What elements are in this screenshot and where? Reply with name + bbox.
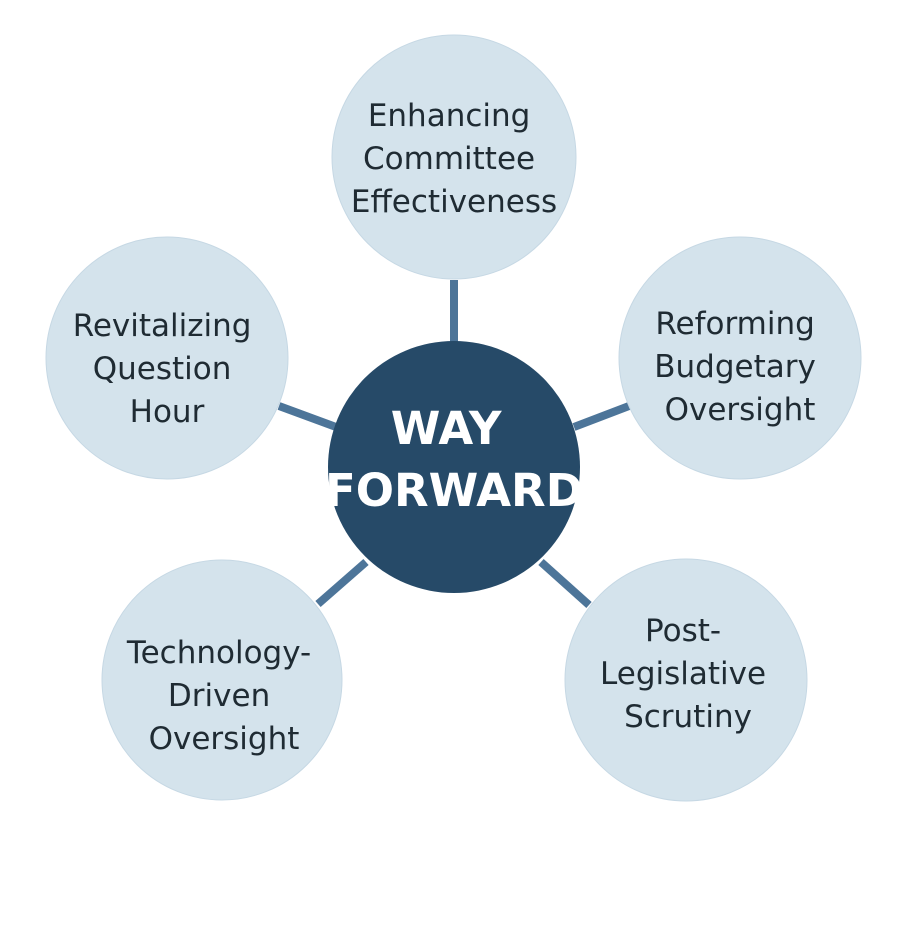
node-bottom-left-circle xyxy=(101,559,343,801)
node-left-line-2: Question xyxy=(93,351,232,387)
node-bottom-right-line-3: Scrutiny xyxy=(624,699,752,735)
node-bottom-left: Technology- Driven Oversight xyxy=(101,559,343,801)
node-top-line-3: Effectiveness xyxy=(351,184,557,220)
center-circle xyxy=(328,341,580,593)
node-top-line-1: Enhancing xyxy=(368,98,531,134)
node-right-line-2: Budgetary xyxy=(654,349,816,385)
node-left-line-3: Hour xyxy=(130,394,205,430)
node-bottom-right-circle xyxy=(564,558,808,802)
node-bottom-right-label: Post- Legislative Scrutiny xyxy=(600,613,776,735)
node-right-line-3: Oversight xyxy=(665,392,816,428)
node-right-circle xyxy=(618,236,862,480)
node-bottom-right-line-2: Legislative xyxy=(600,656,766,692)
connector-bottom-left xyxy=(315,558,369,608)
node-top: Enhancing Committee Effectiveness xyxy=(331,34,577,280)
node-bottom-right: Post- Legislative Scrutiny xyxy=(564,558,808,802)
node-left: Revitalizing Question Hour xyxy=(45,236,289,480)
node-right: Reforming Budgetary Oversight xyxy=(618,236,862,480)
connector-bottom-right xyxy=(538,559,592,608)
node-left-circle xyxy=(45,236,289,480)
center-node: WAY FORWARD xyxy=(325,341,583,593)
node-bottom-right-line-1: Post- xyxy=(645,613,721,649)
node-left-line-1: Revitalizing xyxy=(73,308,252,344)
connector-left xyxy=(277,402,338,431)
node-bottom-left-line-1: Technology- xyxy=(126,635,311,671)
node-top-circle xyxy=(331,34,577,280)
node-bottom-left-label: Technology- Driven Oversight xyxy=(126,635,321,757)
center-line-2: FORWARD xyxy=(325,464,583,517)
node-right-label: Reforming Budgetary Oversight xyxy=(654,306,825,428)
connector-right xyxy=(572,402,631,431)
node-bottom-left-line-2: Driven xyxy=(168,678,270,714)
center-label: WAY FORWARD xyxy=(325,402,583,517)
node-top-label: Enhancing Committee Effectiveness xyxy=(351,98,557,220)
node-top-line-2: Committee xyxy=(363,141,535,177)
node-right-line-1: Reforming xyxy=(655,306,814,342)
center-line-1: WAY xyxy=(391,402,503,455)
node-left-label: Revitalizing Question Hour xyxy=(73,308,262,430)
node-bottom-left-line-3: Oversight xyxy=(149,721,300,757)
